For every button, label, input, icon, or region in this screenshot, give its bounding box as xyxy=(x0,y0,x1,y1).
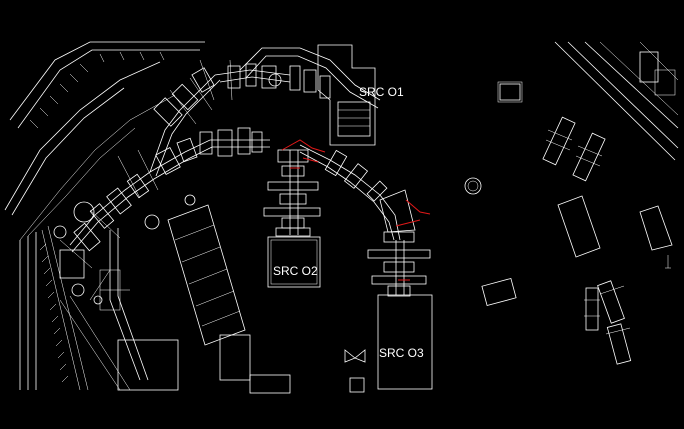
branch-src-o1 xyxy=(239,44,381,146)
label-src-o1: SRC O1 xyxy=(359,85,404,99)
branch-src-o3 xyxy=(299,144,433,393)
left-wall-structure xyxy=(4,41,291,394)
label-src-o2: SRC O2 xyxy=(273,264,318,278)
middle-features xyxy=(464,81,523,307)
label-src-o3: SRC O3 xyxy=(379,346,424,360)
red-markers xyxy=(281,139,431,281)
branch-src-o2 xyxy=(263,149,321,288)
right-structures xyxy=(542,41,679,365)
beamline-main xyxy=(53,59,291,305)
cabinet-row xyxy=(167,204,246,346)
